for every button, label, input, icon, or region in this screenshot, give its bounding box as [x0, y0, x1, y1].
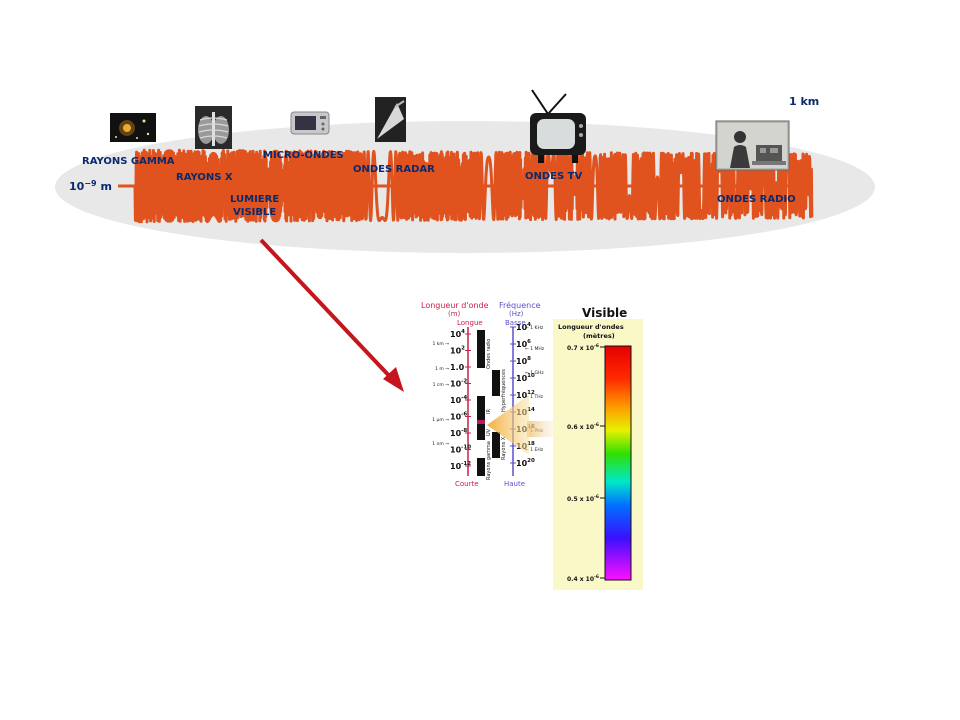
axis-side-mark: 1 nm →	[432, 441, 449, 447]
axis-tick-label: 10-12	[450, 461, 471, 471]
axis-tick-label: 10-10	[450, 445, 471, 455]
axis-side-mark: ← 1 KHz	[525, 325, 544, 331]
radar-icon	[375, 97, 406, 142]
axis-tick-label: 10-8	[450, 428, 467, 438]
axis-tick-label: 1010	[516, 373, 535, 383]
axis-tick-label: 102	[450, 346, 465, 356]
axis-side-mark: ← 1 GHz	[525, 370, 544, 376]
axis-side-mark: ← 1 EHz	[525, 447, 544, 453]
band-label-gamma: Rayons gamma	[486, 441, 492, 480]
scale-min-label: 10−9 m	[69, 179, 112, 193]
xray-chest-icon	[195, 106, 232, 149]
highlight-arrow-shaft	[527, 421, 561, 437]
band-bar-gamma	[477, 458, 485, 476]
axis-tick-label: 1.0	[450, 363, 465, 372]
radio-waves-label: ONDES RADIO	[717, 194, 796, 205]
band-bar-ir	[477, 396, 485, 420]
starfield-icon	[110, 113, 156, 142]
axis-side-mark: 1 cm →	[433, 382, 450, 388]
visible-tick-label: 0.6 x 10-6	[567, 422, 599, 431]
zoom-pointer-arrow	[259, 238, 404, 392]
microwaves-label: MICRO-ONDES	[263, 150, 344, 161]
x-rays-label: RAYONS X	[176, 172, 233, 183]
visible-spectrum-panel: Visible Longueur d'ondes (mètres) 0.7 x …	[553, 306, 643, 590]
axis-tick-label: 106	[516, 339, 531, 349]
visible-light-label: LUMIERE VISIBLE	[230, 194, 283, 218]
axis-side-mark: 1 km →	[433, 341, 450, 347]
tv-waves-label: ONDES TV	[525, 171, 583, 182]
axis-tick-label: 104	[516, 322, 531, 332]
band-bar-xray	[492, 432, 500, 458]
frequency-axis-title: Fréquence	[499, 300, 541, 310]
band-label-ir: IR	[486, 409, 492, 414]
band-label-microwave: Hyperfréquences	[500, 369, 507, 412]
band-label-radio: Ondes radio	[486, 339, 492, 369]
visible-wavelength-ticks: 0.7 x 10-6 0.6 x 10-6 0.5 x 10-6 0.4 x 10-6	[567, 343, 605, 583]
axis-tick-label: 10-6	[450, 412, 467, 422]
axis-tick-label: 10-4	[450, 395, 467, 405]
visible-tick-label: 0.4 x 10-6	[567, 574, 599, 583]
wavelength-ticks: 104 102 1.0 10-2 10-4 10-6 10-8 10-10 10-12	[450, 329, 471, 471]
television-icon	[530, 89, 586, 163]
axis-side-mark: 1 μm →	[432, 417, 449, 423]
band-bar-microwave	[492, 370, 500, 396]
wavelength-side-marks: 1 km → 1 m → 1 cm → 1 μm → 1 nm →	[432, 341, 449, 447]
gamma-rays-label: RAYONS GAMMA	[82, 156, 175, 167]
frequency-axis-unit: (Hz)	[509, 310, 524, 318]
band-label-xray: Rayons X	[501, 436, 507, 460]
frequency-bottom-label: Haute	[504, 480, 525, 488]
visible-label-line2: VISIBLE	[233, 207, 276, 218]
band-label-uv: UV	[486, 428, 492, 436]
visible-panel-unit: (mètres)	[583, 332, 615, 340]
axis-tick-label: 104	[450, 329, 465, 339]
axis-tick-label: 1012	[516, 390, 535, 400]
electromagnetic-wave	[133, 148, 814, 224]
wavelength-bottom-label: Courte	[455, 480, 479, 488]
band-bar-visible	[477, 420, 485, 424]
band-bar-uv	[477, 424, 485, 440]
axis-tick-label: 1020	[516, 458, 535, 468]
axis-tick-label: 10-2	[450, 379, 467, 389]
axis-side-mark: 1 m →	[435, 366, 449, 372]
spectrum-chart: Longueur d'onde (m) Longue Courte 104 102…	[421, 300, 561, 488]
visible-tick-label: 0.5 x 10-6	[567, 494, 599, 503]
scale-max-label: 1 km	[789, 95, 819, 108]
band-bar-radio	[477, 330, 485, 368]
frequency-top-label: Basse	[505, 319, 526, 327]
visible-tick-label: 0.7 x 10-6	[567, 343, 599, 352]
visible-panel-subtitle: Longueur d'ondes	[558, 323, 624, 331]
axis-tick-label: 108	[516, 356, 531, 366]
visible-label-line1: LUMIERE	[230, 194, 279, 205]
axis-side-mark: ← 1 MHz	[525, 346, 545, 352]
wavelength-axis-unit: (m)	[448, 310, 461, 318]
wavelength-axis-title: Longueur d'onde	[421, 301, 489, 310]
radar-waves-label: ONDES RADAR	[353, 164, 435, 175]
wavelength-top-label: Longue	[457, 319, 483, 327]
axis-side-mark: ← 1 THz	[525, 394, 544, 400]
radio-operator-icon	[715, 120, 790, 171]
highlight-arrow-head	[487, 395, 529, 455]
microwave-oven-icon	[290, 111, 330, 135]
visible-color-gradient-bar	[604, 345, 632, 581]
visible-panel-title: Visible	[582, 306, 627, 320]
